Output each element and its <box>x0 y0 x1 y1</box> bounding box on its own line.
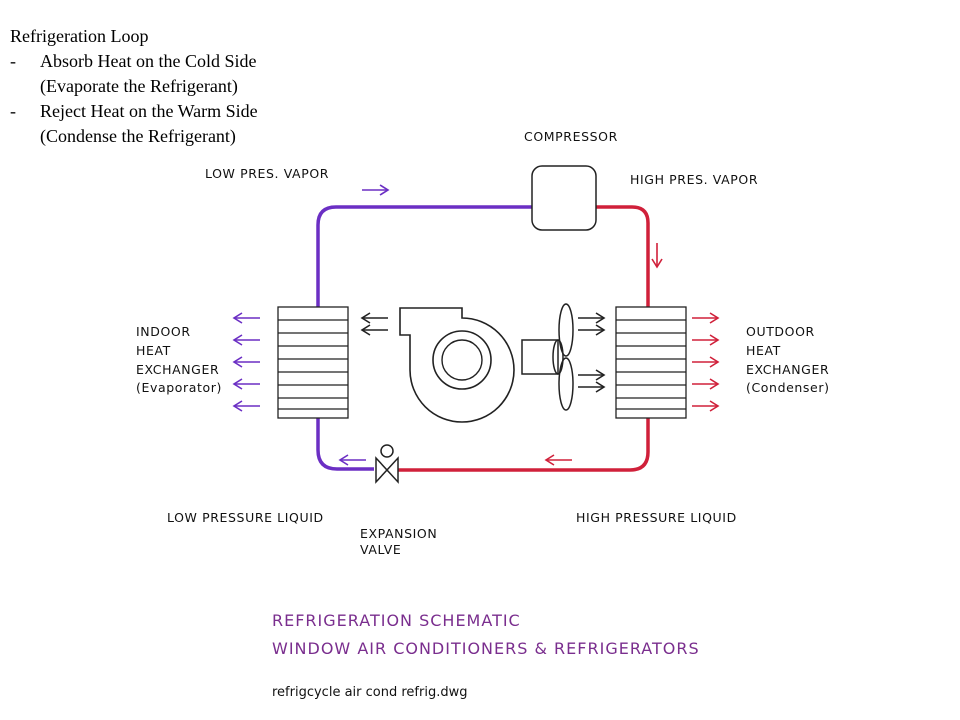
drawing-filename: refrigcycle air cond refrig.dwg <box>272 685 467 700</box>
bullet-item: -Reject Heat on the Warm Side <box>10 101 258 121</box>
outdoor-coil <box>615 306 687 419</box>
blower-air-arrows <box>361 312 389 336</box>
indoor-air-arrows <box>233 312 261 412</box>
low-pressure-liquid-label: LOW PRESSURE LIQUID <box>167 510 324 525</box>
bullet-subline: (Evaporate the Refrigerant) <box>40 76 238 96</box>
blower-icon <box>399 307 515 423</box>
condenser-fan-arrows <box>577 312 605 393</box>
outdoor-label-1: OUTDOOR <box>746 324 815 339</box>
compressor-body <box>531 165 597 231</box>
expansion-valve-label-1: EXPANSION <box>360 526 437 541</box>
propeller-fan-icon <box>521 303 574 411</box>
expansion-valve-icon <box>375 444 399 484</box>
indoor-label-3: EXCHANGER <box>136 362 219 377</box>
high-side-pipe <box>398 205 650 472</box>
low-side-pipe <box>316 205 532 471</box>
bullet-item: -Absorb Heat on the Cold Side <box>10 51 257 71</box>
schematic-title-line2: WINDOW AIR CONDITIONERS & REFRIGERATORS <box>272 639 700 658</box>
bullet-subline: (Condense the Refrigerant) <box>40 126 236 146</box>
notes-text: Refrigeration Loop -Absorb Heat on the C… <box>10 24 258 149</box>
flow-arrow-top <box>361 184 389 196</box>
indoor-label-1: INDOOR <box>136 324 191 339</box>
high-pres-vapor-label: HIGH PRES. VAPOR <box>630 172 758 187</box>
outdoor-label-4: (Condenser) <box>746 380 830 395</box>
notes-title: Refrigeration Loop <box>10 26 149 46</box>
expansion-valve-label-2: VALVE <box>360 542 401 557</box>
outdoor-air-arrows <box>691 312 719 412</box>
compressor-label: COMPRESSOR <box>524 129 618 144</box>
flow-arrow-bottom-left <box>339 454 367 466</box>
flow-arrow-down <box>651 242 663 268</box>
high-pressure-liquid-label: HIGH PRESSURE LIQUID <box>576 510 737 525</box>
flow-arrow-bottom-right <box>545 454 573 466</box>
outdoor-label-3: EXCHANGER <box>746 362 829 377</box>
indoor-label-4: (Evaporator) <box>136 380 222 395</box>
schematic-title-line1: REFRIGERATION SCHEMATIC <box>272 611 521 630</box>
indoor-label-2: HEAT <box>136 343 171 358</box>
low-pres-vapor-label: LOW PRES. VAPOR <box>205 166 329 181</box>
outdoor-label-2: HEAT <box>746 343 781 358</box>
indoor-coil <box>277 306 349 419</box>
